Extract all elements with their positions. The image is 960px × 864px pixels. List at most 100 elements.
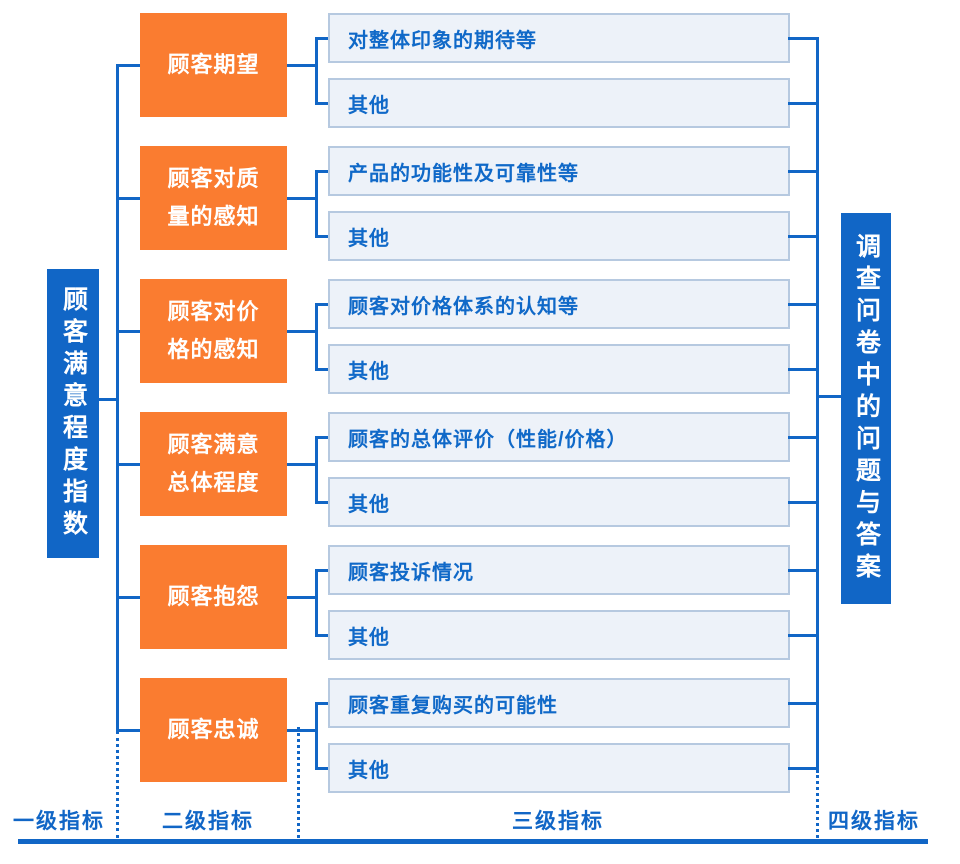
level1-box: 顾客满意程度指数 bbox=[47, 269, 99, 558]
connector-line bbox=[315, 569, 318, 637]
connector-line bbox=[788, 368, 816, 371]
footer-divider-bar bbox=[18, 839, 928, 844]
connector-line bbox=[318, 634, 330, 637]
connector-line bbox=[287, 463, 318, 466]
connector-line bbox=[788, 436, 816, 439]
column-separator bbox=[816, 770, 819, 838]
level2-label: 顾客对质 bbox=[167, 165, 260, 191]
level3-label: 顾客重复购买的可能性 bbox=[348, 694, 558, 717]
level3-label: 顾客投诉情况 bbox=[348, 561, 474, 584]
indicator-row-6: 顾客忠诚 顾客重复购买的可能性 其他 bbox=[0, 678, 960, 794]
level3-label: 顾客的总体评价（性能/价格） bbox=[348, 428, 628, 451]
level2-label: 顾客对价 bbox=[167, 298, 260, 324]
connector-line bbox=[287, 64, 318, 67]
connector-line bbox=[318, 303, 330, 306]
connector-line bbox=[788, 767, 816, 770]
level3-box: 其他 bbox=[328, 211, 790, 261]
column-separator bbox=[297, 727, 300, 838]
level3-label: 产品的功能性及可靠性等 bbox=[348, 162, 579, 185]
connector-line bbox=[318, 37, 330, 40]
level3-label: 其他 bbox=[348, 759, 390, 782]
level1-trunk-line bbox=[116, 64, 119, 731]
level3-label: 其他 bbox=[348, 94, 390, 117]
level4-trunk-line bbox=[816, 37, 819, 770]
connector-line bbox=[315, 436, 318, 504]
connector-line bbox=[788, 634, 816, 637]
level2-box: 顾客对价 格的感知 bbox=[140, 279, 287, 383]
level4-connector bbox=[819, 395, 841, 398]
level3-box: 产品的功能性及可靠性等 bbox=[328, 146, 790, 196]
connector-line bbox=[318, 702, 330, 705]
indicator-row-2: 顾客对质 量的感知 产品的功能性及可靠性等 其他 bbox=[0, 146, 960, 262]
level3-box: 顾客的总体评价（性能/价格） bbox=[328, 412, 790, 462]
connector-line bbox=[318, 235, 330, 238]
level2-label: 量的感知 bbox=[167, 204, 260, 229]
connector-line bbox=[315, 170, 318, 238]
level4-label: 调查问卷中的问题与答案 bbox=[852, 232, 881, 585]
level3-label: 对整体印象的期待等 bbox=[348, 29, 537, 52]
connector-line bbox=[788, 303, 816, 306]
connector-line bbox=[118, 463, 140, 466]
level2-label: 总体程度 bbox=[167, 470, 260, 495]
level3-box: 其他 bbox=[328, 610, 790, 660]
connector-line bbox=[318, 436, 330, 439]
connector-line bbox=[318, 170, 330, 173]
level3-box: 顾客对价格体系的认知等 bbox=[328, 279, 790, 329]
connector-line bbox=[118, 729, 140, 732]
connector-line bbox=[788, 702, 816, 705]
connector-line bbox=[788, 170, 816, 173]
connector-line bbox=[318, 368, 330, 371]
connector-line bbox=[287, 197, 318, 200]
connector-line bbox=[788, 235, 816, 238]
connector-line bbox=[315, 303, 318, 371]
connector-line bbox=[287, 330, 318, 333]
level2-label: 顾客抱怨 bbox=[167, 583, 260, 609]
level1-connector bbox=[99, 398, 119, 401]
level3-label: 其他 bbox=[348, 227, 390, 250]
connector-line bbox=[788, 102, 816, 105]
connector-line bbox=[315, 702, 318, 770]
column-separator bbox=[116, 731, 119, 838]
connector-line bbox=[318, 102, 330, 105]
level3-box: 其他 bbox=[328, 78, 790, 128]
level2-box: 顾客满意 总体程度 bbox=[140, 412, 287, 516]
connector-line bbox=[287, 729, 318, 732]
level3-box: 顾客重复购买的可能性 bbox=[328, 678, 790, 728]
level3-box: 其他 bbox=[328, 477, 790, 527]
level2-box: 顾客忠诚 bbox=[140, 678, 287, 782]
connector-line bbox=[788, 569, 816, 572]
indicator-row-4: 顾客满意 总体程度 顾客的总体评价（性能/价格） 其他 bbox=[0, 412, 960, 528]
level2-box: 顾客期望 bbox=[140, 13, 287, 117]
connector-line bbox=[118, 330, 140, 333]
level3-label: 其他 bbox=[348, 360, 390, 383]
connector-line bbox=[287, 596, 318, 599]
footer-label-level1: 一级指标 bbox=[13, 810, 105, 833]
level3-box: 对整体印象的期待等 bbox=[328, 13, 790, 63]
level2-label: 顾客忠诚 bbox=[167, 716, 260, 742]
connector-line bbox=[315, 37, 318, 105]
level3-box: 顾客投诉情况 bbox=[328, 545, 790, 595]
indicator-row-5: 顾客抱怨 顾客投诉情况 其他 bbox=[0, 545, 960, 661]
connector-line bbox=[318, 501, 330, 504]
connector-line bbox=[318, 767, 330, 770]
footer-label-level4: 四级指标 bbox=[828, 810, 920, 833]
connector-line bbox=[118, 64, 140, 67]
connector-line bbox=[788, 37, 816, 40]
connector-line bbox=[788, 501, 816, 504]
level3-box: 其他 bbox=[328, 743, 790, 793]
level4-box: 调查问卷中的问题与答案 bbox=[841, 213, 891, 604]
footer-label-level3: 三级指标 bbox=[512, 810, 604, 833]
level2-box: 顾客对质 量的感知 bbox=[140, 146, 287, 250]
level2-label: 顾客满意 bbox=[167, 431, 260, 457]
connector-line bbox=[118, 596, 140, 599]
level3-label: 其他 bbox=[348, 493, 390, 516]
connector-line bbox=[318, 569, 330, 572]
level2-label: 顾客期望 bbox=[167, 51, 260, 77]
indicator-row-3: 顾客对价 格的感知 顾客对价格体系的认知等 其他 bbox=[0, 279, 960, 395]
footer-label-level2: 二级指标 bbox=[162, 810, 254, 833]
level3-label: 其他 bbox=[348, 626, 390, 649]
level2-box: 顾客抱怨 bbox=[140, 545, 287, 649]
indicator-row-1: 顾客期望 对整体印象的期待等 其他 bbox=[0, 13, 960, 129]
level1-label: 顾客满意程度指数 bbox=[59, 285, 88, 542]
